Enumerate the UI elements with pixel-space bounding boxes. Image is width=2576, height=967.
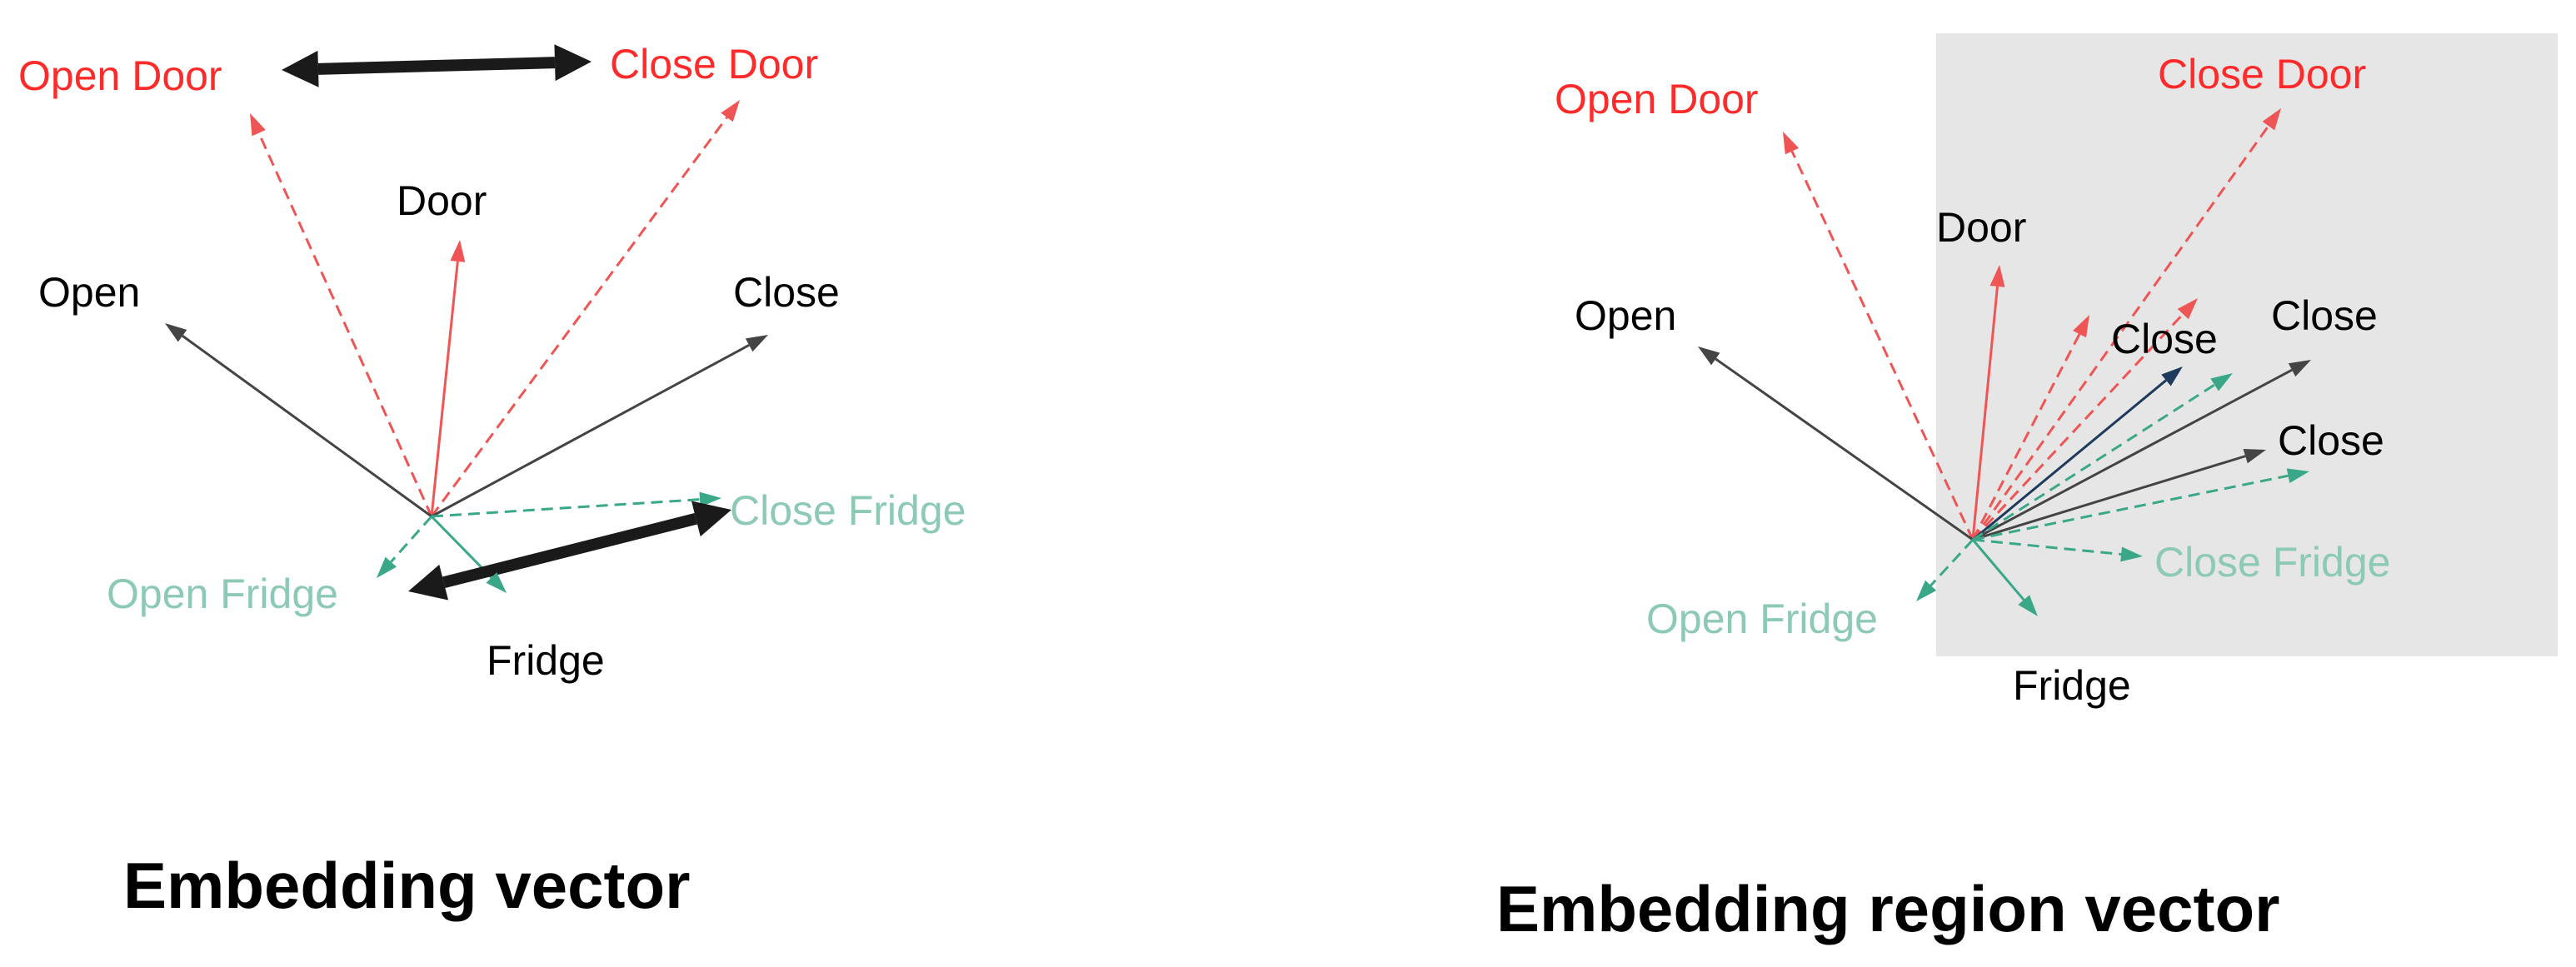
arrow-open-r: [1715, 357, 1974, 541]
arrow-teal-upper-r: [1972, 383, 2215, 541]
arrow-close: [431, 344, 750, 518]
label-close-c-r: Close: [2278, 417, 2384, 464]
arrow-close-door-r-head: [2262, 108, 2281, 131]
arrow-open-fridge-r-head: [1916, 580, 1937, 601]
arrow-close-upper-r-head: [2288, 360, 2311, 377]
caption-embedding-region-vector: Embedding region vector: [1496, 872, 2279, 945]
arrow-open-door: [257, 132, 433, 517]
left-vector-group: [165, 44, 768, 601]
arrow-open-r-head: [1698, 346, 1720, 366]
label-close-door: Close Door: [610, 41, 818, 87]
label-open-door-r: Open Door: [1555, 76, 1759, 122]
arrow-open-fridge-r: [1930, 538, 1974, 586]
label-fridge-r: Fridge: [2013, 662, 2131, 709]
label-close-door-r: Close Door: [2158, 51, 2366, 97]
arrow-close-navy-r-head: [2161, 366, 2183, 386]
bold-arrow-fridges-head: [691, 501, 731, 537]
arrow-close-lower-r: [1972, 455, 2246, 541]
label-fridge: Fridge: [487, 637, 605, 684]
arrow-close-head: [745, 335, 768, 352]
label-open-fridge-r: Open Fridge: [1646, 596, 1878, 642]
arrow-close-door-r3-head: [2177, 298, 2198, 320]
label-door: Door: [397, 177, 487, 224]
arrow-close-door-r3: [1971, 313, 2184, 541]
embedding-region-box: [1936, 33, 2558, 656]
arrow-close-fridge-r: [1972, 538, 2122, 556]
arrow-open-door-head: [250, 113, 266, 137]
arrow-open: [182, 335, 432, 518]
label-close-fridge-r: Close Fridge: [2154, 539, 2390, 586]
arrow-fridge-r-head: [2018, 595, 2038, 616]
label-open: Open: [38, 269, 140, 316]
arrow-close-fridge-head: [699, 491, 721, 507]
arrow-close-fridge: [431, 498, 701, 518]
arrow-teal-mid-r-head: [2286, 468, 2309, 483]
label-open-r: Open: [1575, 292, 1676, 339]
label-open-door: Open Door: [18, 52, 222, 99]
arrow-close-lower-r-head: [2243, 449, 2266, 464]
arrow-teal-upper-r-head: [2210, 373, 2233, 391]
arrow-open-fridge-head: [377, 556, 397, 578]
arrow-open-door-r-head: [1783, 132, 1800, 155]
arrow-close-door-r2: [1971, 333, 2081, 541]
arrow-open-head: [165, 323, 187, 342]
arrow-fridge-r: [1971, 539, 2025, 601]
arrow-close-upper-r: [1972, 368, 2293, 541]
label-close-b-r: Close: [2271, 292, 2378, 339]
label-open-fridge: Open Fridge: [107, 571, 338, 617]
label-close-fridge: Close Fridge: [730, 487, 966, 534]
arrow-close-door-r: [1971, 125, 2270, 541]
bold-arrow-doors-tail-head: [282, 50, 319, 87]
arrow-close-door-r2-head: [2073, 315, 2089, 338]
bold-arrow-doors-head: [554, 44, 592, 82]
bold-arrow-fridges-tail-head: [408, 564, 449, 601]
arrow-close-fridge-r-head: [2120, 546, 2143, 562]
label-close: Close: [733, 269, 840, 316]
arrow-fridge-head: [486, 572, 507, 593]
right-vector-group: [1698, 108, 2311, 616]
arrow-close-door: [430, 117, 728, 517]
label-door-r: Door: [1936, 204, 2026, 251]
arrow-open-fridge: [390, 516, 433, 563]
arrow-door-r: [1971, 286, 1999, 541]
label-close-a-r: Close: [2111, 316, 2218, 362]
arrow-close-navy-r: [1972, 379, 2167, 541]
bold-arrow-fridges: [442, 512, 698, 589]
arrow-door: [430, 261, 459, 517]
arrow-close-door-head: [721, 100, 740, 122]
arrow-teal-mid-r: [1972, 474, 2289, 541]
arrow-door-head: [450, 240, 466, 262]
bold-arrow-doors: [317, 57, 556, 75]
caption-embedding-vector: Embedding vector: [123, 849, 690, 922]
arrow-door-r-head: [1989, 265, 2005, 287]
arrow-open-door-r: [1790, 150, 1974, 541]
